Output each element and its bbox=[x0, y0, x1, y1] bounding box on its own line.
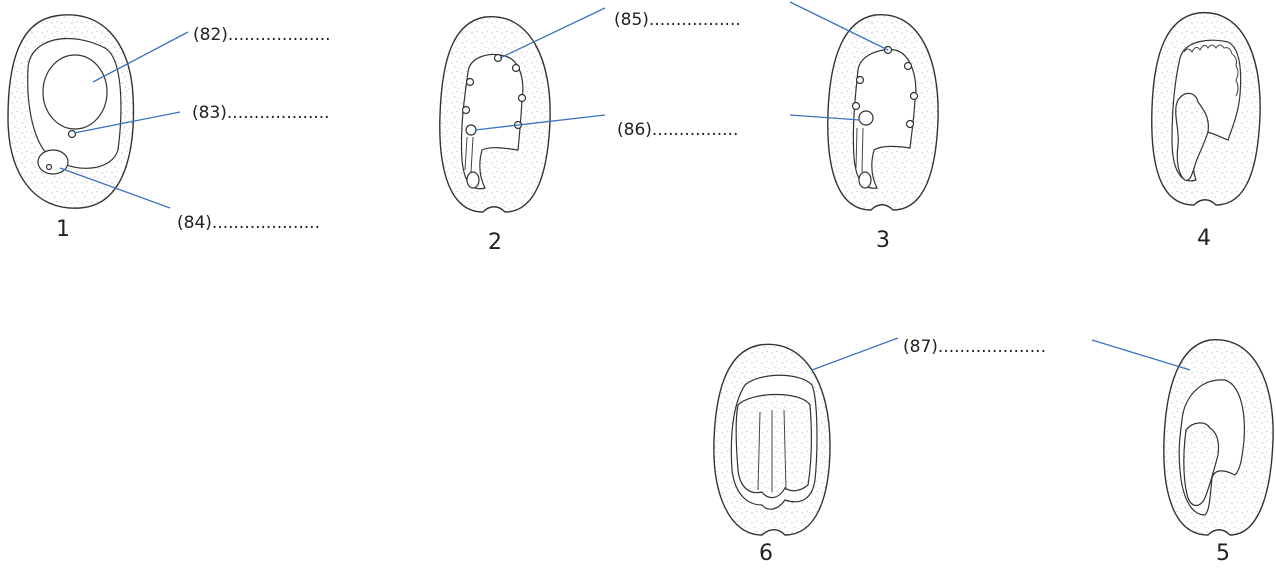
stage-6-number: 6 bbox=[759, 541, 773, 566]
stage-2-figure bbox=[440, 17, 550, 212]
stage-4-figure bbox=[1152, 13, 1260, 205]
leader-87b bbox=[1092, 340, 1190, 370]
stage-2-number: 2 bbox=[488, 230, 502, 255]
leader-lines bbox=[60, 2, 1190, 370]
label-86: (86)................ bbox=[617, 120, 738, 140]
label-83: (83)................... bbox=[192, 103, 330, 123]
stage-3-figure bbox=[828, 15, 938, 210]
stage-1-number: 1 bbox=[56, 217, 70, 242]
stage-1-figure bbox=[8, 15, 133, 208]
stage-5-number: 5 bbox=[1216, 541, 1230, 566]
stage-5-figure bbox=[1164, 340, 1273, 535]
label-84: (84).................... bbox=[177, 213, 320, 233]
stage-3-number: 3 bbox=[876, 228, 890, 253]
label-87: (87).................... bbox=[903, 337, 1046, 357]
label-85: (85)................. bbox=[614, 10, 741, 30]
stage-4-number: 4 bbox=[1197, 226, 1211, 251]
stage-6-figure bbox=[714, 344, 830, 535]
label-82: (82)................... bbox=[193, 25, 331, 45]
leader-87a bbox=[812, 338, 898, 370]
